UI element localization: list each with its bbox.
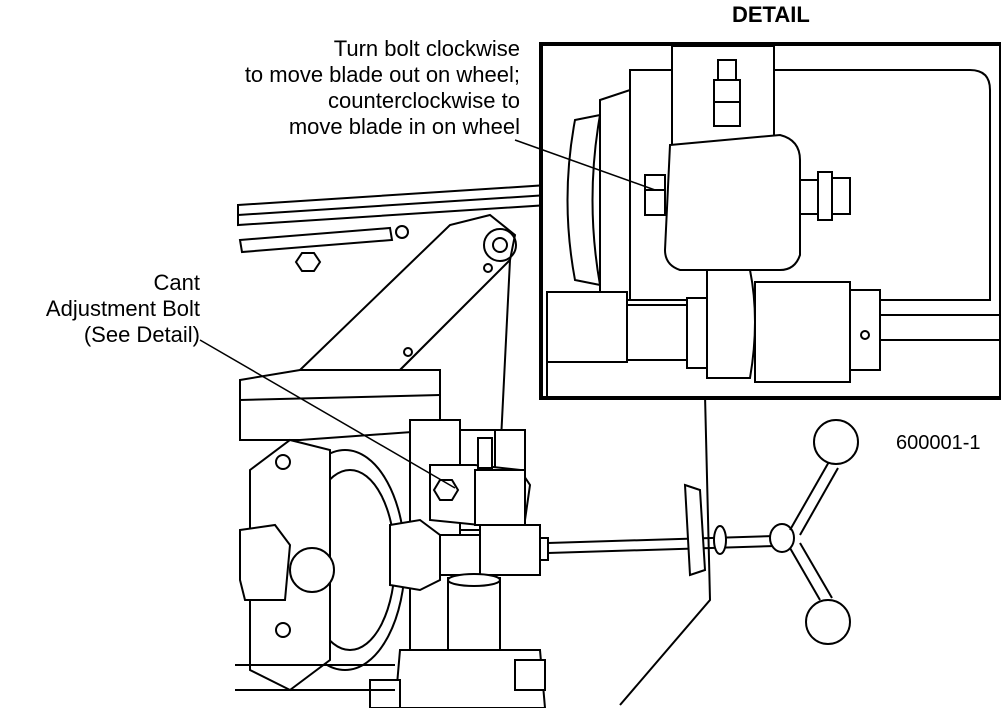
callout-line: Cant	[153, 270, 200, 295]
callout-bolt-direction: Turn bolt clockwise to move blade out on…	[150, 36, 520, 140]
callout-line: counterclockwise to	[328, 88, 520, 113]
callout-line: Adjustment Bolt	[45, 296, 200, 321]
callout-line: (See Detail)	[83, 322, 200, 347]
detail-inset	[539, 42, 1001, 400]
figure-number: 600001-1	[896, 432, 981, 454]
leader-line-bolt-direction	[514, 139, 656, 191]
callout-line: move blade in on wheel	[288, 114, 520, 139]
leader-line-cant-bolt	[199, 339, 456, 489]
callout-line: Turn bolt clockwise	[333, 36, 520, 61]
callout-cant-bolt: Cant Adjustment Bolt (See Detail)	[0, 270, 200, 348]
machine-drawing	[235, 183, 859, 708]
callout-line: to move blade out on wheel;	[244, 62, 520, 87]
detail-title: DETAIL	[732, 2, 810, 27]
